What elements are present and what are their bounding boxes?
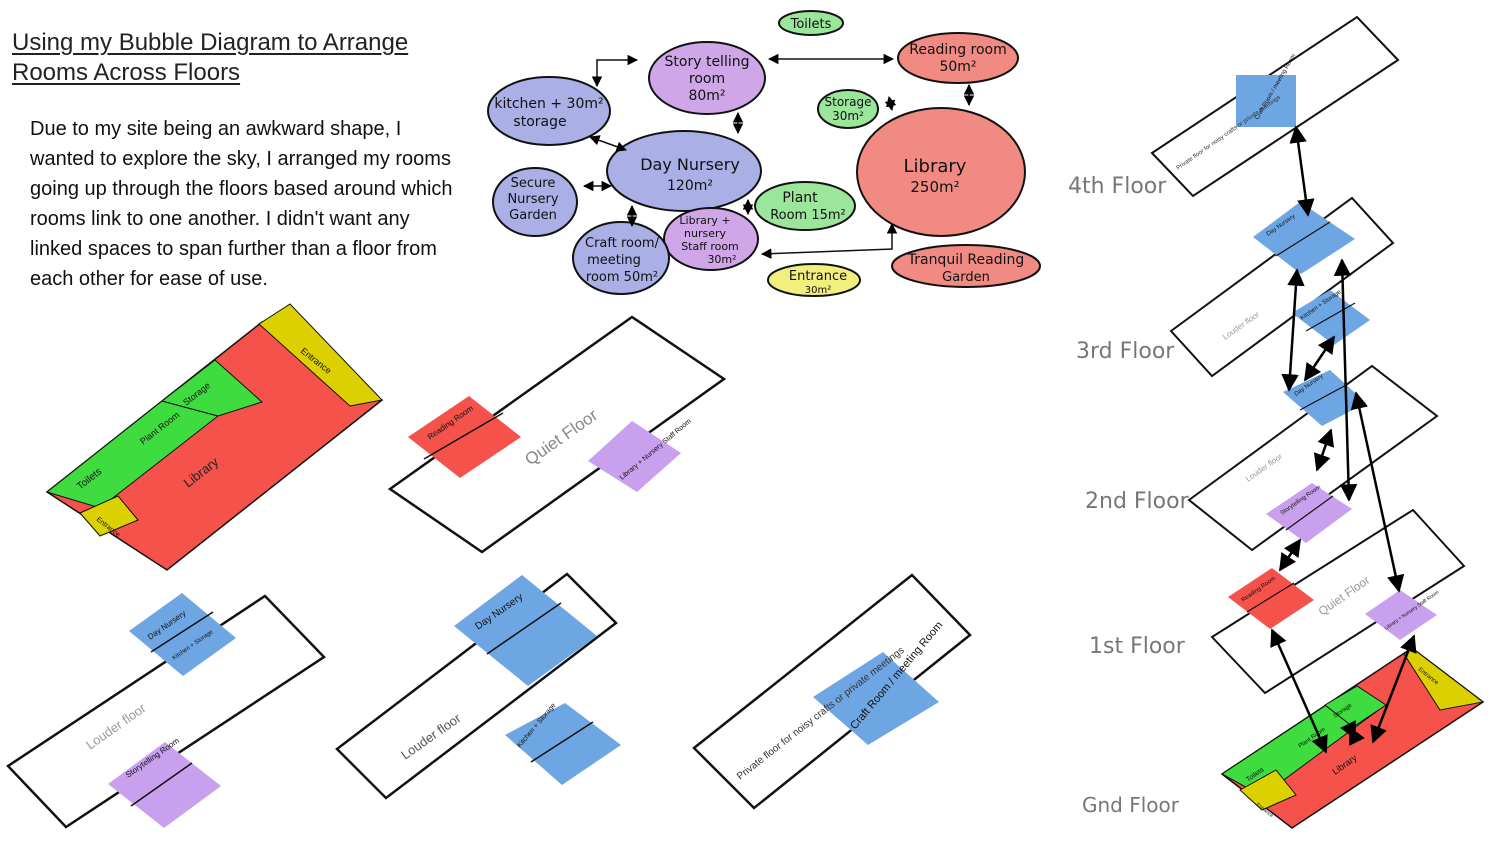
page-title: Using my Bubble Diagram to Arrange Rooms… [12, 28, 408, 88]
plan-ground-floor: Entrance Storage Plant Room Toilets Libr… [45, 303, 384, 571]
bubble-entrance: Entrance 30m² [767, 263, 861, 297]
plan-first-floor: Reading Room Quiet Floor Library + Nurse… [387, 315, 727, 554]
stack-arrows [1270, 125, 1417, 754]
bubble-staff-room: Library + nursery Staff room 30m² [663, 207, 759, 271]
bubble-label: Library [904, 156, 967, 177]
bubble-storytelling: Story telling room 80m² [648, 41, 766, 115]
bubble-label: 120m² [667, 178, 713, 194]
bubble-label: Entrance [789, 269, 847, 284]
plan-label: Louder floor [398, 710, 464, 762]
floor-label-3rd: 3rd Floor [1076, 339, 1175, 364]
bubble-label: 30m² [832, 109, 864, 123]
bubble-label: Staff room [681, 240, 739, 253]
plan-second-floor: Day Nursery Kitchen + Storage Louder flo… [6, 593, 326, 829]
bubble-label: Library + [679, 214, 730, 227]
bubble-label: 80m² [688, 88, 725, 104]
bubble-label: meeting [587, 253, 641, 268]
plan-label: Louder floor [83, 700, 149, 752]
bubble-library: Library 250m² [856, 107, 1026, 237]
description-text: Due to my site being an awkward shape, I… [30, 118, 453, 290]
bubble-label: Story telling [665, 54, 750, 70]
bubble-plant-room: Plant Room 15m² [754, 181, 856, 231]
bubble-label: Craft room/ [585, 236, 660, 251]
floor-label-2nd: 2nd Floor [1085, 489, 1190, 514]
stack-third-floor: Day Nursery Kitchen + Storage Louder flo… [1169, 196, 1395, 378]
bubble-label: nursery [684, 227, 726, 240]
bubble-secure-garden: Secure Nursery Garden [492, 167, 578, 237]
bubble-diagram: Toilets Story telling room 80m² Reading … [487, 10, 1041, 297]
floor-label-ground: Gnd Floor [1082, 793, 1180, 817]
bubble-label: room 50m² [586, 270, 658, 285]
bubble-craft-room: Craft room/ meeting room 50m² [572, 221, 670, 295]
bubble-tranquil-garden: Tranquil Reading Garden [891, 244, 1041, 288]
plan-label: Quiet Floor [521, 405, 601, 469]
bubble-kitchen: kitchen + 30m² storage [487, 76, 611, 146]
bubble-label: 30m² [805, 285, 831, 296]
stack-fourth-floor: Craft Room / meeting Room Private floor … [1150, 15, 1400, 198]
plan-third-floor: Day Nursery Louder floor Kitchen + Stora… [335, 572, 621, 800]
bubble-label: Garden [509, 208, 557, 223]
floor-labels: 4th Floor 3rd Floor 2nd Floor 1st Floor … [1068, 174, 1190, 817]
bubble-label: 250m² [910, 178, 959, 196]
bubble-label: 30m² [707, 253, 736, 266]
bubble-label: 50m² [939, 59, 976, 75]
bubble-label: Plant [782, 190, 818, 206]
bubble-label: storage [513, 114, 566, 130]
plan-fourth-floor: Craft Room / meeting Room Private floor … [692, 573, 972, 810]
floor-label-4th: 4th Floor [1068, 174, 1167, 199]
bubble-label: kitchen + 30m² [494, 96, 603, 112]
bubble-label: Day Nursery [640, 155, 740, 174]
bubble-label: Secure [511, 176, 556, 191]
title-line-1: Using my Bubble Diagram to Arrange [12, 29, 409, 56]
floor-label-1st: 1st Floor [1089, 634, 1186, 659]
bubble-storage: Storage 30m² [817, 89, 879, 129]
bubble-toilets: Toilets [778, 10, 844, 36]
bubble-label: Storage [825, 95, 872, 109]
bubble-label: Nursery [507, 192, 558, 207]
bubble-day-nursery: Day Nursery 120m² [606, 130, 762, 212]
bubble-label: Toilets [790, 17, 832, 32]
bubble-label: Tranquil Reading [907, 252, 1025, 268]
bubble-reading-room: Reading room 50m² [897, 32, 1019, 84]
bubble-label: Garden [942, 270, 990, 285]
bubble-label: room [689, 71, 725, 87]
title-line-2: Rooms Across Floors [12, 59, 241, 86]
exploded-stack: Craft Room / meeting Room Private floor … [1068, 15, 1485, 829]
bubble-label: Room 15m² [770, 208, 846, 223]
bubble-label: Reading room [909, 42, 1007, 58]
bubble-arrows [582, 53, 975, 259]
